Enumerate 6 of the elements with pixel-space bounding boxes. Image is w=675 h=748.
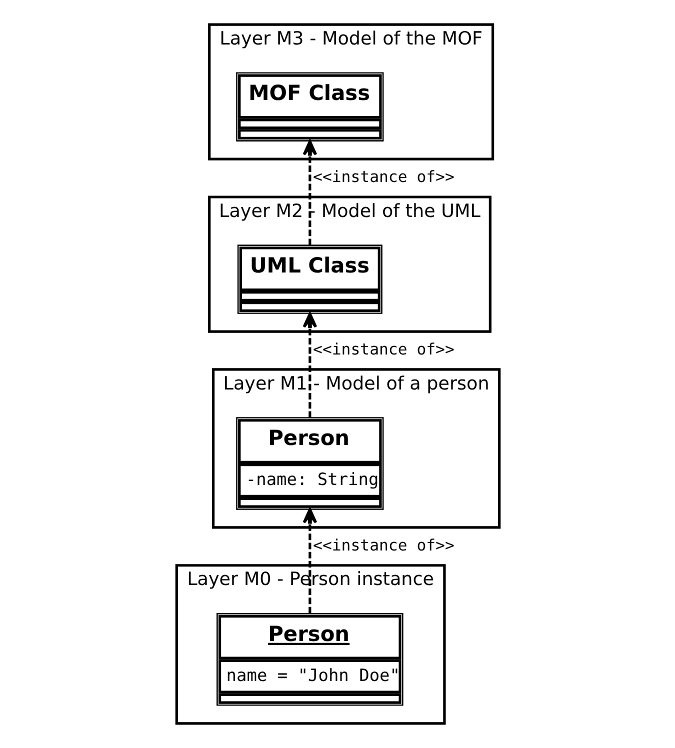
arrow (302, 140, 317, 246)
edge-label: <<instance of>> (312, 167, 454, 186)
edge-label: <<instance of>> (312, 535, 454, 554)
arrow (302, 508, 317, 614)
edge-label: <<instance of>> (312, 340, 454, 359)
arrow (302, 312, 317, 418)
